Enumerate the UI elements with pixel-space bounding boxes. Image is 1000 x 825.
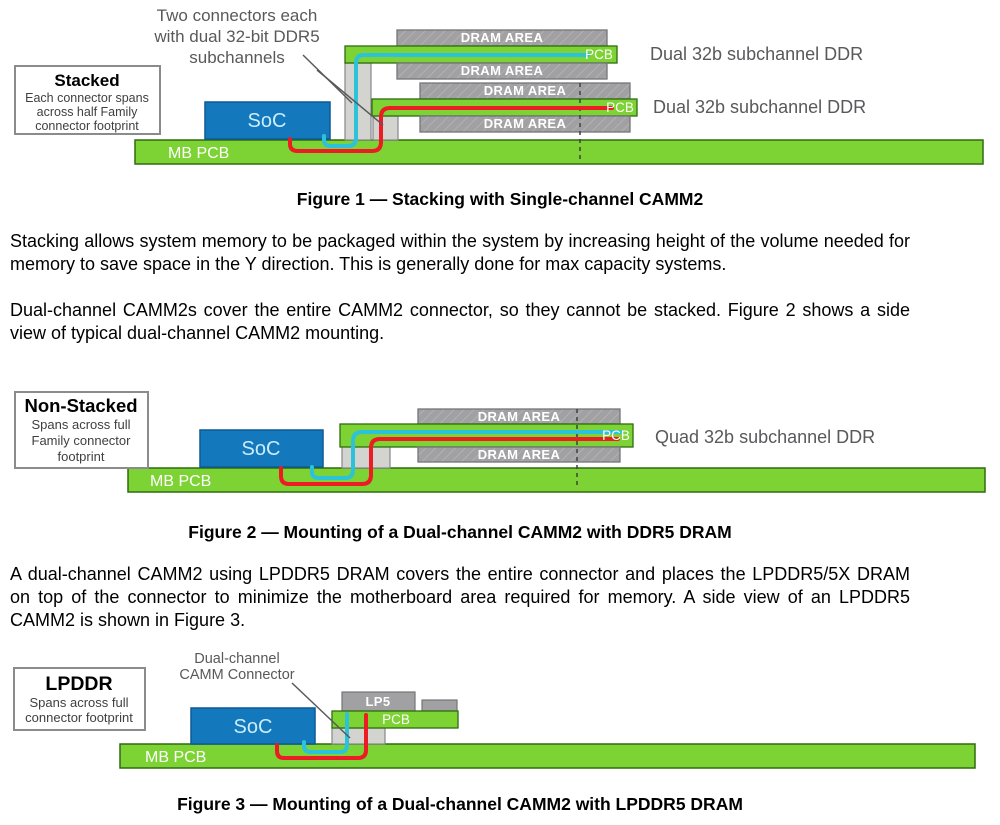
dram-area-bar [419, 115, 631, 133]
lp5-label: LP5 [365, 694, 390, 709]
mb-pcb-label: MB PCB [168, 145, 229, 162]
red-trace [288, 106, 614, 153]
figure3-caption: Figure 3 — Mounting of a Dual-channel CA… [177, 794, 743, 814]
connector-annotation: CAMM Connector [179, 667, 294, 683]
stacked-title: Stacked [54, 71, 119, 90]
lpddr-title: LPDDR [45, 673, 112, 695]
soc-label: SoC [248, 110, 287, 132]
cyan-trace [302, 712, 349, 754]
dram-area-bar [396, 62, 608, 80]
stacked-label-box [14, 65, 161, 135]
stacked-desc-line: connector footprint [35, 119, 139, 133]
red-trace [275, 713, 368, 760]
mb-pcb-bar [134, 139, 984, 165]
paragraph-1: Stacking allows system memory to be pack… [10, 231, 910, 274]
lpddr-desc-line: Spans across full [30, 695, 129, 710]
connector-pointer-line [291, 682, 351, 739]
paragraph-3: A dual-channel CAMM2 using LPDDR5 DRAM c… [10, 564, 910, 630]
lpddr-desc-line: connector footprint [25, 710, 133, 725]
figure2-caption: Figure 2 — Mounting of a Dual-channel CA… [188, 522, 732, 542]
soc-block [204, 101, 331, 140]
dram-area-label: DRAM AREA [461, 63, 544, 78]
mb-pcb-label: MB PCB [150, 473, 211, 490]
camm-connector [331, 727, 386, 745]
dram-area-label: DRAM AREA [478, 409, 561, 424]
dram-area-label: DRAM AREA [484, 83, 567, 98]
pcb-label: PCB [602, 428, 630, 443]
stacked-desc-line: across half Family [37, 105, 138, 119]
non-stacked-label-box [14, 391, 149, 469]
mb-pcb-bar [127, 467, 986, 493]
paragraph-2: Dual-channel CAMM2s cover the entire CAM… [10, 300, 910, 343]
figure3-diagram: Dual-channel CAMM Connector LPDDR Spans … [13, 651, 976, 769]
figure2-diagram: Non-Stacked Spans across full Family con… [14, 391, 986, 493]
pcb-label: PCB [606, 100, 634, 115]
soc-block [199, 429, 324, 468]
pcb-bar [339, 423, 634, 448]
connector-annotation: subchannels [189, 48, 284, 67]
pcb-label: PCB [382, 712, 410, 727]
non-stacked-desc-line: footprint [58, 449, 105, 464]
cyan-trace [322, 53, 590, 148]
non-stacked-desc-line: Family connector [32, 433, 132, 448]
pcb-label: PCB [585, 47, 613, 62]
lpddr-label-box [13, 667, 146, 731]
red-trace [279, 437, 620, 486]
stacked-desc-line: Each connector spans [25, 91, 149, 105]
soc-label: SoC [234, 716, 273, 738]
channel-label: Dual 32b subchannel DDR [650, 44, 863, 64]
soc-block [190, 707, 316, 745]
dram-area-label: DRAM AREA [478, 447, 561, 462]
channel-label: Dual 32b subchannel DDR [653, 97, 866, 117]
dram-area-bar [417, 446, 621, 463]
figure1-diagram: Two connectors each with dual 32-bit DDR… [14, 6, 984, 165]
cyan-trace [310, 430, 622, 480]
dram-area-label: DRAM AREA [461, 30, 544, 45]
non-stacked-desc-line: Spans across full [32, 417, 131, 432]
lp5-dram-block-small [421, 699, 458, 712]
channel-label: Quad 32b subchannel DDR [655, 427, 875, 447]
connector-annotation: Dual-channel [194, 651, 279, 667]
mb-pcb-label: MB PCB [145, 749, 206, 766]
connector-annotation: with dual 32-bit DDR5 [153, 27, 319, 46]
soc-label: SoC [242, 438, 281, 460]
non-stacked-title: Non-Stacked [24, 395, 137, 416]
dram-area-label: DRAM AREA [484, 116, 567, 131]
mb-pcb-bar [119, 743, 976, 769]
connector-pointer-line [316, 69, 384, 126]
connector-annotation: Two connectors each [157, 6, 318, 25]
pcb-bar [331, 710, 459, 729]
figure1-caption: Figure 1 — Stacking with Single-channel … [296, 189, 704, 209]
